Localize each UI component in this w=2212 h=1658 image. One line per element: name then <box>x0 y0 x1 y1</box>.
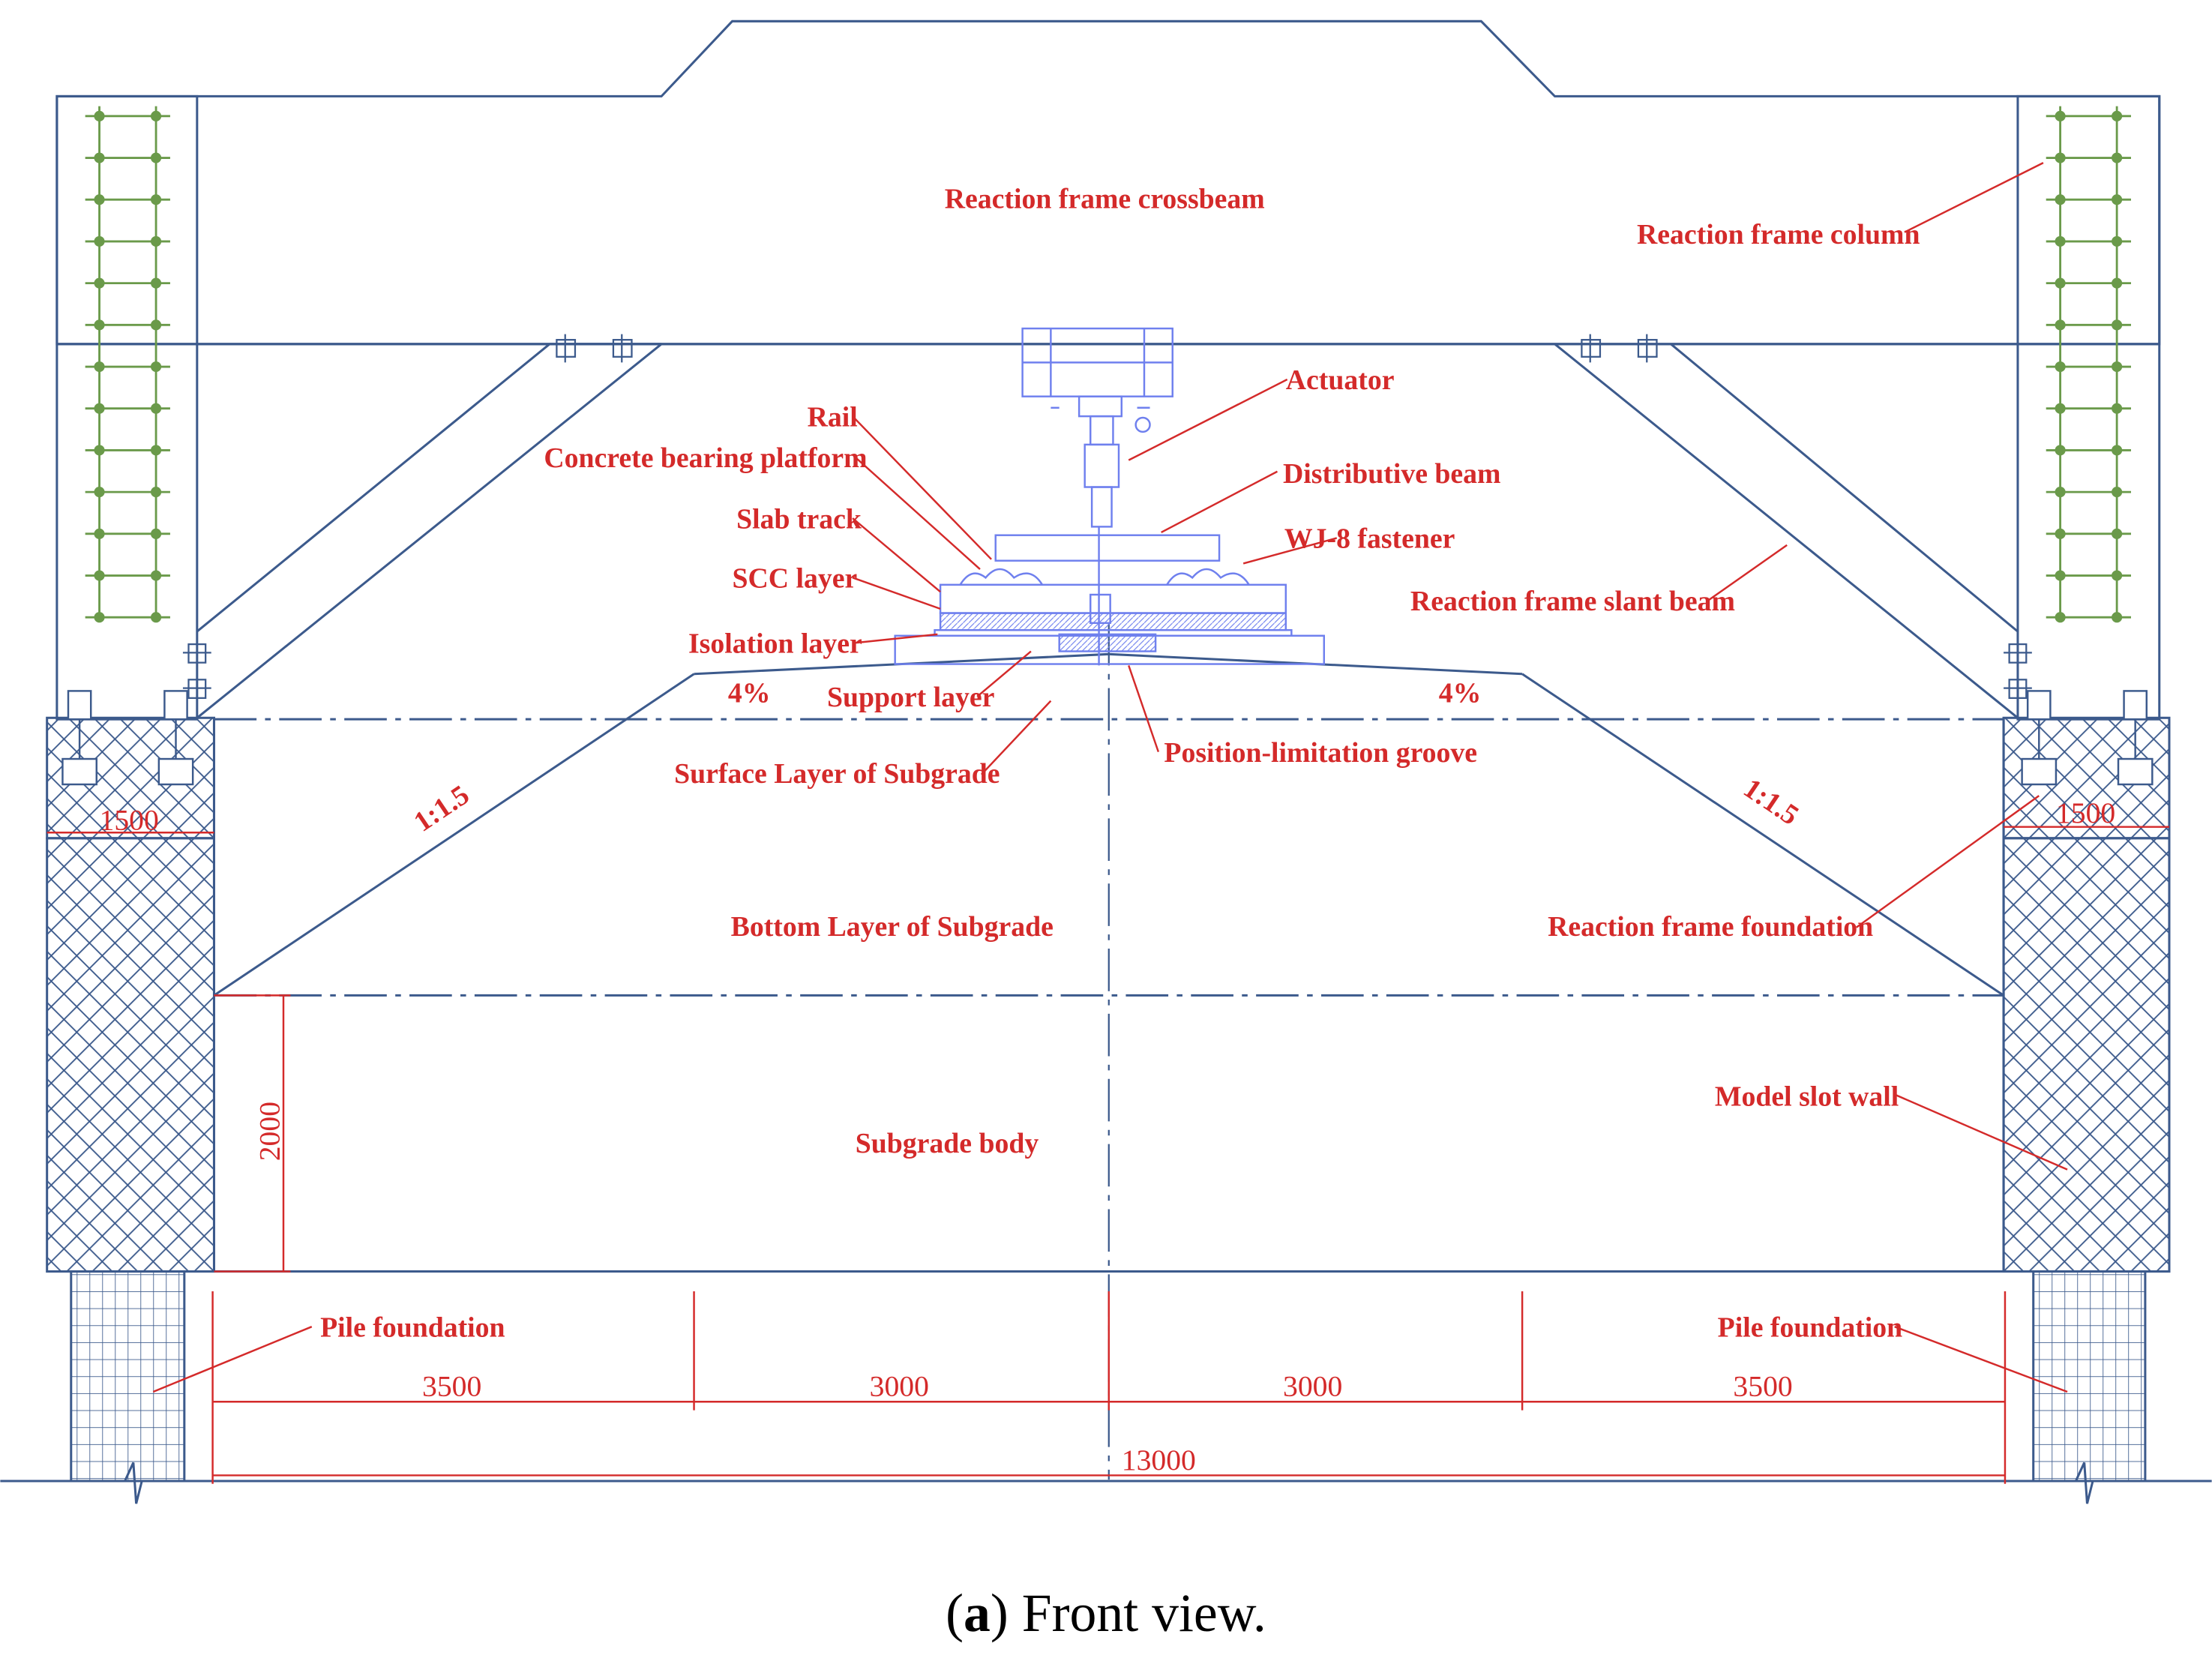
dim-height: 2000 <box>253 1102 286 1161</box>
label-actuator: Actuator <box>1286 364 1395 396</box>
bolt-dot <box>2112 277 2123 289</box>
label-distributive-beam: Distributive beam <box>1283 458 1500 490</box>
label-foundation: Reaction frame foundation <box>1548 911 1873 943</box>
column-bolts-left <box>85 106 170 623</box>
bolt-dot <box>2112 194 2123 205</box>
bolt-dot <box>2112 152 2123 163</box>
dimension-lines <box>46 826 2169 1484</box>
bolt-dot <box>94 235 105 247</box>
label-fastener: WJ-8 fastener <box>1284 523 1455 555</box>
bolt-dot <box>2055 570 2066 581</box>
bolt-dot <box>150 528 162 539</box>
bolt-dot <box>2055 487 2066 498</box>
label-bottom-layer: Bottom Layer of Subgrade <box>731 911 1054 943</box>
bolt-dot <box>2055 152 2066 163</box>
bolt-dot <box>2055 235 2066 247</box>
bolt-dot <box>2055 319 2066 331</box>
label-rail: Rail <box>808 401 858 433</box>
bolt-dot <box>150 612 162 623</box>
label-surface-layer: Surface Layer of Subgrade <box>674 758 1000 790</box>
bolt-dot <box>150 361 162 373</box>
bolt-dot <box>2112 487 2123 498</box>
slot-wall-left <box>46 837 215 1273</box>
label-subgrade-body: Subgrade body <box>856 1128 1039 1159</box>
bolt-dot <box>94 612 105 623</box>
label-column: Reaction frame column <box>1637 219 1920 250</box>
bolt-dot <box>2055 361 2066 373</box>
bolt-dot <box>94 528 105 539</box>
label-slant-beam: Reaction frame slant beam <box>1410 586 1735 617</box>
bolt-dot <box>94 445 105 456</box>
bolt-dot <box>2112 361 2123 373</box>
dim-total: 13000 <box>1122 1444 1196 1477</box>
slope-ratio-right: 1:1.5 <box>1738 772 1805 832</box>
label-bearing-platform: Concrete bearing platform <box>544 442 867 474</box>
label-support-layer: Support layer <box>827 682 994 713</box>
label-slot-wall: Model slot wall <box>1715 1081 1899 1113</box>
caption-letter: a <box>964 1583 991 1643</box>
bolt-dot <box>94 487 105 498</box>
bolt-dot <box>2112 445 2123 456</box>
label-slab-track: Slab track <box>736 503 862 535</box>
bolt-dot <box>2055 612 2066 623</box>
label-pile-left: Pile foundation <box>320 1312 505 1343</box>
bolt-dot <box>94 152 105 163</box>
label-crossbeam: Reaction frame crossbeam <box>945 184 1265 215</box>
bolt-dot <box>150 445 162 456</box>
dim-width-right: 1500 <box>2056 796 2115 829</box>
dim-span-4: 3500 <box>1733 1370 1792 1403</box>
leader-lines <box>152 162 2068 1393</box>
track-structure <box>894 327 1325 666</box>
bolt-dot <box>150 570 162 581</box>
bolt-dot <box>94 319 105 331</box>
label-isolation-layer: Isolation layer <box>688 628 862 659</box>
bolt-dot <box>94 194 105 205</box>
column-bolts-right <box>2046 106 2132 623</box>
label-scc-layer: SCC layer <box>733 563 858 595</box>
slope-ratio-left: 1:1.5 <box>409 779 475 838</box>
bolt-dot <box>94 403 105 414</box>
bolt-dot <box>94 110 105 121</box>
bolt-dot <box>150 487 162 498</box>
bolt-dot <box>150 277 162 289</box>
bolt-dot <box>94 361 105 373</box>
subgrade <box>0 622 2212 1504</box>
bolt-dot <box>150 235 162 247</box>
bolt-dot <box>2112 612 2123 623</box>
label-pile-right: Pile foundation <box>1718 1312 1902 1343</box>
bolt-dot <box>94 570 105 581</box>
dim-width-left: 1500 <box>100 803 159 836</box>
bolt-dot <box>2055 277 2066 289</box>
bolt-dot <box>94 277 105 289</box>
bolt-dot <box>2112 570 2123 581</box>
figure-caption: (a) Front view. <box>946 1583 1266 1643</box>
pile-right <box>2032 1270 2147 1483</box>
bolt-dot <box>2112 235 2123 247</box>
bolt-dot <box>2112 319 2123 331</box>
bolt-dot <box>2055 528 2066 539</box>
slope-pct-left: 4% <box>728 678 771 709</box>
bolt-dot <box>2055 194 2066 205</box>
bolt-dot <box>150 319 162 331</box>
bolt-dot <box>150 152 162 163</box>
bolt-dot <box>150 194 162 205</box>
joint-bolts <box>182 334 2032 699</box>
bolt-dot <box>2112 403 2123 414</box>
bolt-dot <box>150 110 162 121</box>
caption-text: ) Front view. <box>991 1583 1266 1643</box>
dim-span-2: 3000 <box>870 1370 929 1403</box>
bolt-dot <box>2055 445 2066 456</box>
dim-span-1: 3500 <box>422 1370 481 1403</box>
bolt-dot <box>2055 110 2066 121</box>
pile-left <box>70 1270 186 1483</box>
dim-span-3: 3000 <box>1283 1370 1342 1403</box>
slope-pct-right: 4% <box>1439 678 1482 709</box>
bolt-dot <box>2055 403 2066 414</box>
slot-wall-right <box>2002 837 2171 1273</box>
bolt-dot <box>150 403 162 414</box>
bolt-dot <box>2112 110 2123 121</box>
bolt-dot <box>2112 528 2123 539</box>
label-groove: Position-limitation groove <box>1164 737 1477 769</box>
